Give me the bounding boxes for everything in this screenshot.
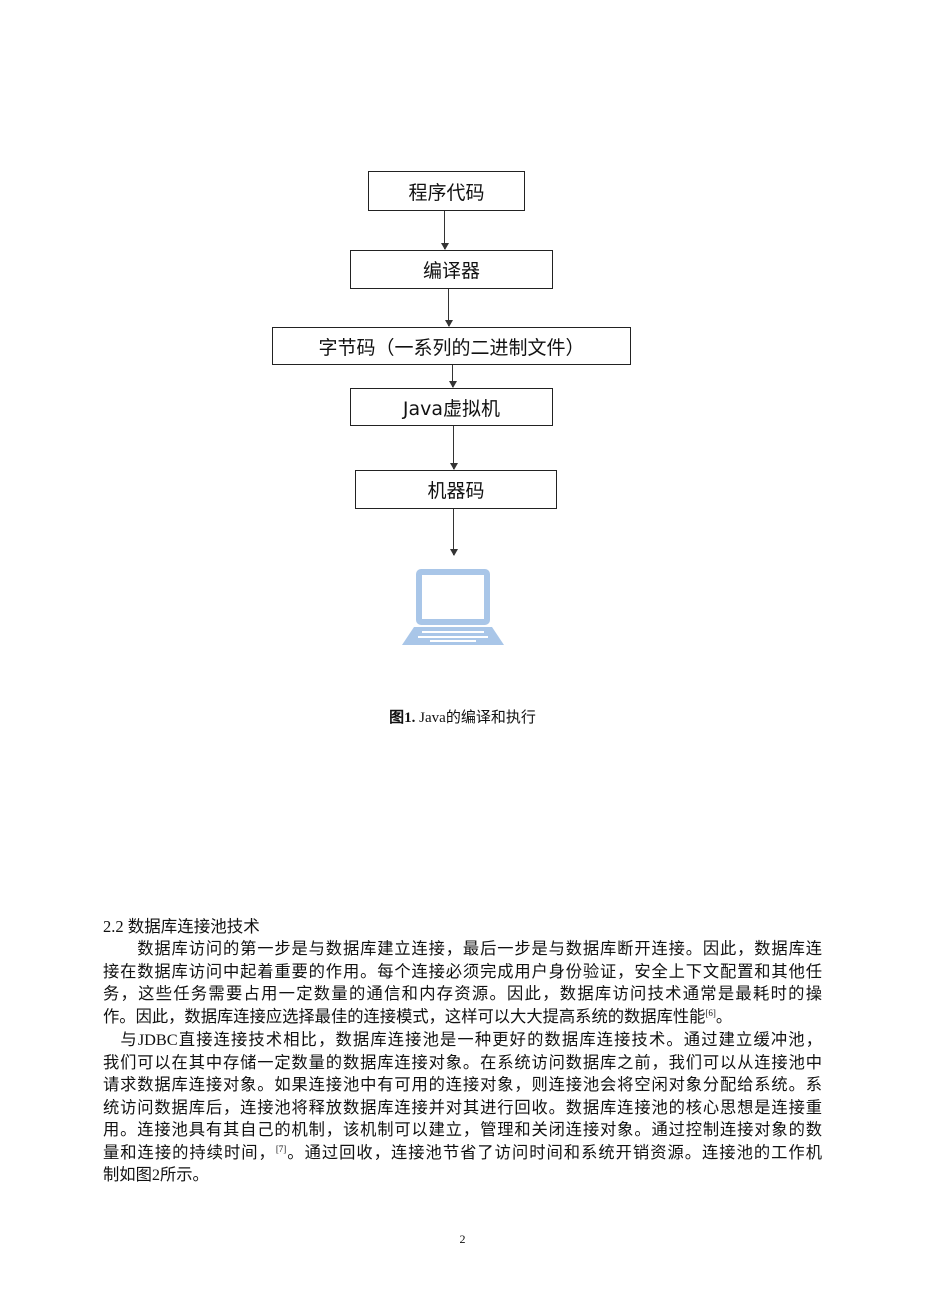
flow-box-bytecode: 字节码（一系列的二进制文件） (272, 327, 631, 365)
figure-caption: 图1. Java的编译和执行 (0, 706, 925, 727)
body-line: 数据库访问的第一步是与数据库建立连接，最后一步是与数据库断开连接。因此，数据库连 (103, 939, 822, 958)
body-line: 用。连接池具有其自己的机制，该机制可以建立，管理和关闭连接对象。通过控制连接对象… (103, 1120, 822, 1139)
body-text: 。通过回收，连接池节省了访问时间和系统开销资源。连接池的工作机 (286, 1143, 822, 1162)
flow-arrow (448, 426, 460, 470)
body-text: 作。因此，数据库连接应选择最佳的连接模式，这样可以大大提高系统的数据库性能 (103, 1007, 706, 1026)
flow-box-compiler: 编译器 (350, 250, 553, 289)
section-heading: 2.2 数据库连接池技术 (103, 917, 260, 936)
body-line: 作。因此，数据库连接应选择最佳的连接模式，这样可以大大提高系统的数据库性能[6]… (103, 1006, 822, 1028)
page-number: 2 (459, 1232, 466, 1246)
body-line: 与JDBC直接连接技术相比，数据库连接池是一种更好的数据库连接技术。通过建立缓冲… (103, 1030, 822, 1049)
figure-caption-label: 图1. (389, 710, 416, 726)
flow-arrow (439, 211, 451, 250)
laptop-icon (402, 569, 504, 645)
citation-ref: [6] (705, 1008, 716, 1018)
body-line: 我们可以在其中存储一定数量的数据库连接对象。在系统访问数据库之前，我们可以从连接… (103, 1053, 822, 1072)
flow-box-machine-code: 机器码 (355, 470, 557, 509)
body-line: 统访问数据库后，连接池将释放数据库连接并对其进行回收。数据库连接池的核心思想是连… (103, 1098, 822, 1117)
body-line: 接在数据库访问中起着重要的作用。每个连接必须完成用户身份验证，安全上下文配置和其… (103, 962, 822, 981)
body-line: 务，这些任务需要占用一定数量的通信和内存资源。因此，数据库访问技术通常是最耗时的… (103, 984, 822, 1003)
body-line: 请求数据库连接对象。如果连接池中有可用的连接对象，则连接池会将空闲对象分配给系统… (103, 1075, 822, 1094)
flow-arrow (443, 289, 455, 327)
figure-caption-text: Java的编译和执行 (415, 710, 536, 726)
citation-ref: [7] (275, 1144, 287, 1154)
flow-arrow (447, 365, 459, 388)
body-text: 。 (715, 1007, 733, 1026)
body-line: 量和连接的持续时间，[7]。通过回收，连接池节省了访问时间和系统开销资源。连接池… (103, 1142, 822, 1164)
flow-box-jvm: Java虚拟机 (350, 388, 553, 426)
flow-arrow (448, 509, 460, 556)
body-line: 制如图2所示。 (103, 1165, 209, 1184)
flow-box-source-code: 程序代码 (368, 171, 525, 211)
body-text: 量和连接的持续时间， (103, 1143, 276, 1162)
